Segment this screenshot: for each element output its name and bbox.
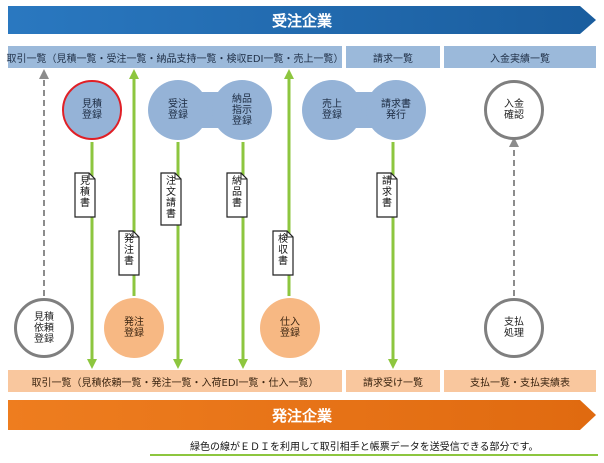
receiving-company-title: 受注企業	[271, 11, 332, 30]
purchase-order-doc-icon: 発 注 書	[118, 230, 140, 276]
edi-legend-note: 緑色の線がＥＤＩを利用して取引相手と帳票データを送受信できる部分です。	[190, 442, 539, 453]
transaction-list-top[interactable]: 取引一覧（見積一覧・受注一覧・納品支持一覧・検収EDI一覧・売上一覧）	[7, 46, 343, 68]
invoice-issue-node[interactable]: 請求書 発行	[381, 99, 411, 121]
estimate-register-node[interactable]: 見積 登録	[62, 80, 122, 140]
sales-register-node[interactable]: 売上 登録	[322, 99, 342, 121]
purchase-register-node[interactable]: 仕入 登録	[260, 298, 320, 358]
invoice-doc-icon: 請 求 書	[376, 172, 398, 218]
delivery-note-doc-icon: 納 品 書	[226, 172, 248, 218]
inspection-doc-icon: 検 収 書	[272, 230, 294, 276]
purchase-order-node[interactable]: 発注 登録	[104, 298, 164, 358]
ordering-company-title: 発注企業	[271, 406, 332, 425]
transaction-list-bottom[interactable]: 取引一覧（見積依頼一覧・発注一覧・入荷EDI一覧・仕入一覧）	[8, 370, 342, 392]
payment-record-list-top[interactable]: 入金実績一覧	[444, 46, 596, 68]
delivery-instruction-node[interactable]: 納品 指示 登録	[232, 93, 252, 127]
payment-list-bottom[interactable]: 支払一覧・支払実績表	[444, 370, 596, 392]
payment-process-node[interactable]: 支払 処理	[484, 298, 544, 358]
order-delivery-node-group: 受注 登録 納品 指示 登録	[148, 80, 272, 140]
sales-invoice-node-group: 売上 登録 請求書 発行	[302, 80, 426, 140]
ordering-company-banner: 発注企業	[8, 400, 596, 430]
invoice-list-top[interactable]: 請求一覧	[346, 46, 440, 68]
estimate-request-node[interactable]: 見積 依頼 登録	[14, 298, 74, 358]
order-register-node[interactable]: 受注 登録	[168, 99, 188, 121]
payment-confirm-node[interactable]: 入金 確認	[484, 80, 544, 140]
invoice-received-list-bottom[interactable]: 請求受け一覧	[346, 370, 440, 392]
estimate-doc-icon: 見 積 書	[74, 172, 96, 218]
order-sheet-doc-icon: 注 文 請 書	[160, 172, 182, 226]
receiving-company-banner: 受注企業	[8, 6, 596, 34]
